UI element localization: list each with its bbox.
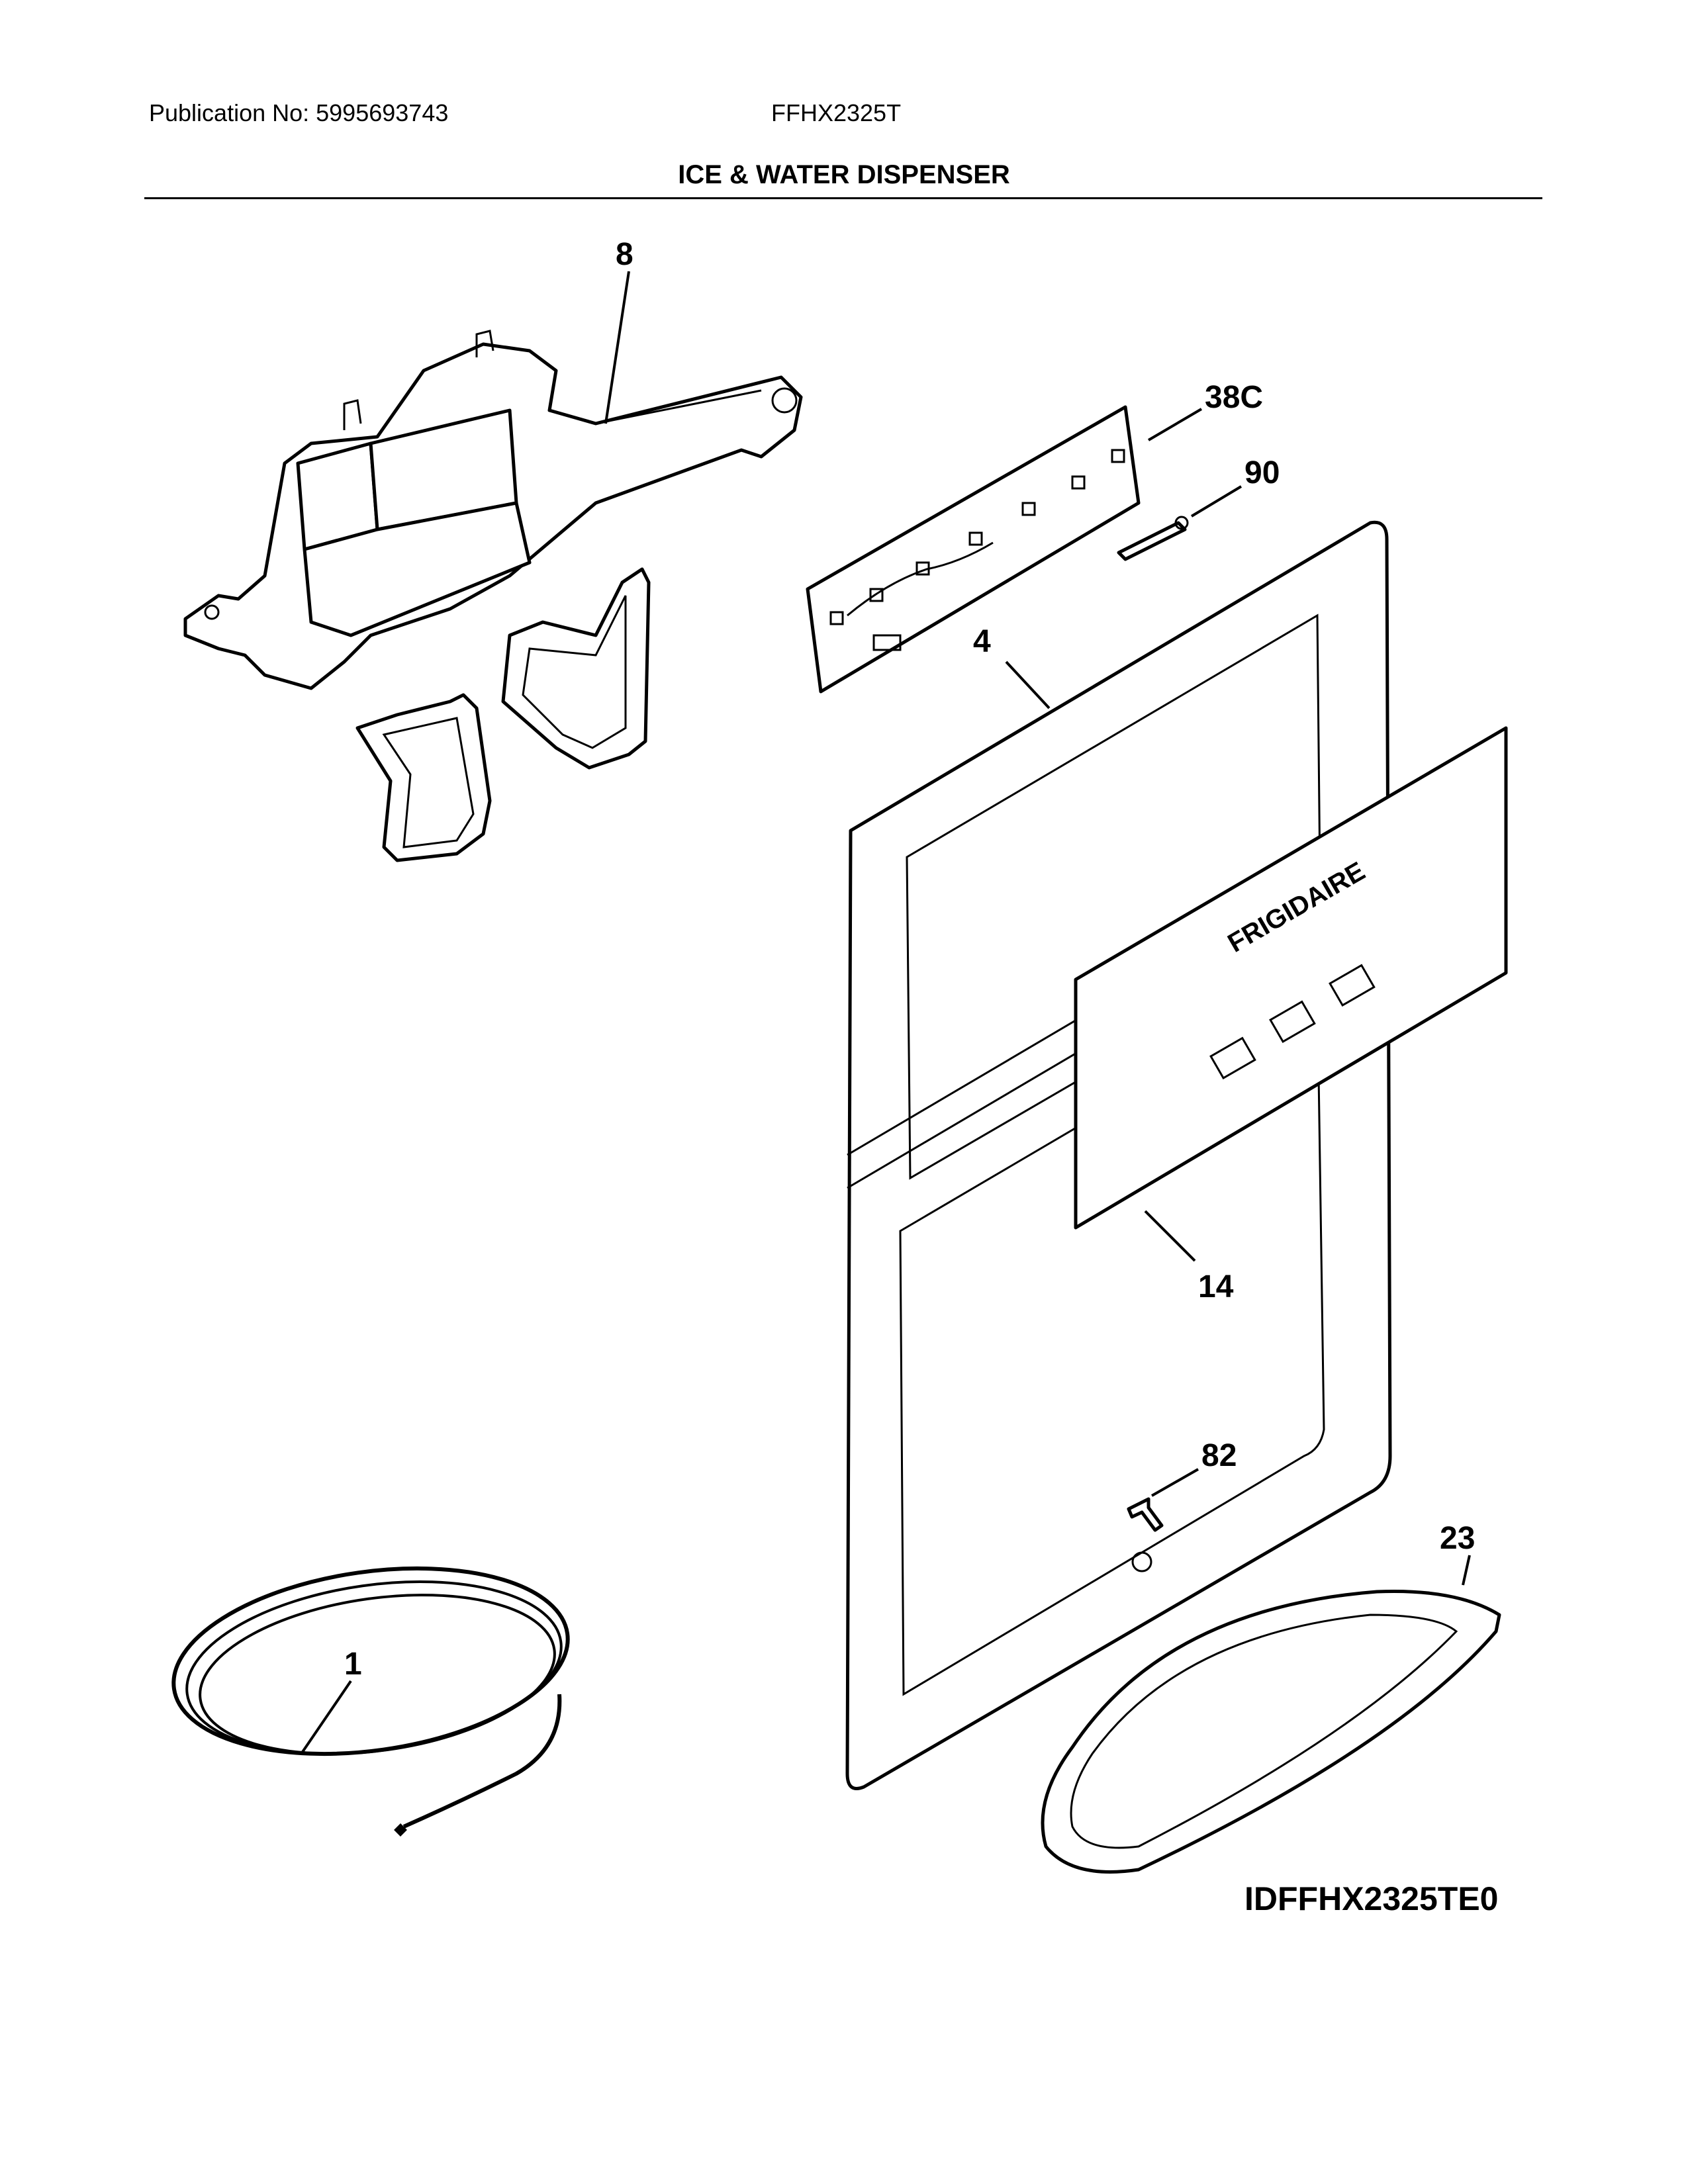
leader-90	[1190, 485, 1243, 518]
leader-82	[1151, 1468, 1199, 1497]
callout-82: 82	[1201, 1438, 1237, 1473]
control-board-icon[interactable]	[806, 405, 1141, 694]
spring-pin-icon[interactable]	[1117, 516, 1189, 561]
leader-8	[604, 271, 630, 424]
callout-23: 23	[1440, 1521, 1475, 1556]
page-title: ICE & WATER DISPENSER	[678, 160, 1010, 189]
tubing-coil-icon[interactable]	[162, 1545, 580, 1837]
publication-number: Publication No: 5995693743	[149, 99, 449, 126]
model-number: FFHX2325T	[771, 99, 902, 126]
callout-90: 90	[1244, 455, 1280, 490]
callout-14: 14	[1198, 1269, 1234, 1304]
callout-1: 1	[344, 1647, 362, 1682]
leader-14	[1144, 1210, 1196, 1262]
leader-1	[300, 1680, 352, 1755]
leader-38c	[1147, 408, 1203, 441]
leader-23	[1462, 1555, 1471, 1586]
callout-4: 4	[973, 624, 991, 659]
screw-icon[interactable]	[1127, 1497, 1164, 1532]
dispenser-paddle-assembly-icon[interactable]	[183, 330, 803, 862]
drip-tray-icon[interactable]	[1041, 1589, 1501, 1874]
leader-4	[1005, 660, 1051, 709]
diagram-id: IDFFHX2325TE0	[1244, 1880, 1499, 1917]
header-divider	[144, 197, 1542, 199]
callout-38c: 38C	[1205, 380, 1263, 415]
callout-8: 8	[616, 237, 633, 272]
